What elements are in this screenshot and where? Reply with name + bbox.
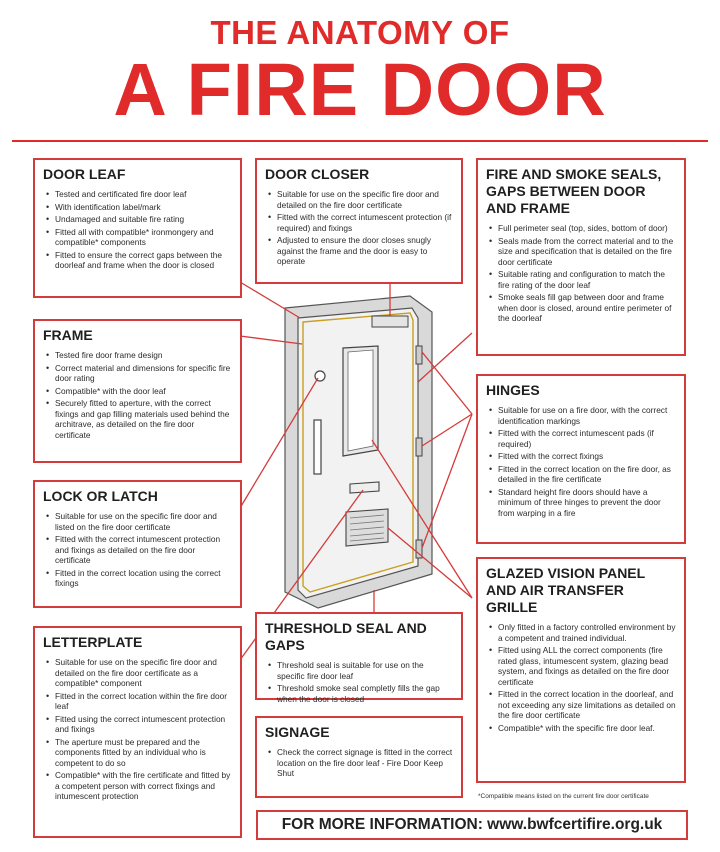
letterplate-shape xyxy=(349,481,380,494)
list-item: Smoke seals fill gap between door and fr… xyxy=(489,292,676,324)
list-item: Fitted with the correct intumescent prot… xyxy=(268,212,453,233)
letterplate-heading: LETTERPLATE xyxy=(43,634,143,650)
list-item: Fitted using ALL the correct components … xyxy=(489,645,676,687)
list-item: Securely fitted to aperture, with the co… xyxy=(46,398,232,440)
connector-hinge-bottom xyxy=(421,413,473,549)
list-item: Fitted with the correct intumescent prot… xyxy=(46,534,232,566)
connector-hinge-middle xyxy=(421,413,473,447)
connector-hinge-top xyxy=(421,351,473,415)
air-grille xyxy=(345,508,389,547)
connector-lock xyxy=(239,377,319,509)
list-item: Compatible* with the specific fire door … xyxy=(489,723,676,734)
frame-list: Tested fire door frame design Correct ma… xyxy=(43,350,232,440)
list-item: Suitable for use on the specific fire do… xyxy=(268,189,453,210)
hinges-heading: HINGES xyxy=(486,382,540,398)
title-divider xyxy=(12,140,708,142)
frame-box: FRAME Tested fire door frame design Corr… xyxy=(33,319,242,463)
threshold-heading: THRESHOLD SEAL AND GAPS xyxy=(265,620,427,653)
list-item: Tested and certificated fire door leaf xyxy=(46,189,232,200)
list-item: The aperture must be prepared and the co… xyxy=(46,737,232,769)
list-item: Full perimeter seal (top, sides, bottom … xyxy=(489,223,676,234)
hinge-top xyxy=(415,345,423,365)
list-item: Threshold seal is suitable for use on th… xyxy=(268,660,453,681)
threshold-box: THRESHOLD SEAL AND GAPS Threshold seal i… xyxy=(255,612,463,704)
list-item: Suitable for use on the specific fire do… xyxy=(46,657,232,689)
list-item: Fitted using the correct intumescent pro… xyxy=(46,714,232,735)
door-leaf-list: Tested and certificated fire door leaf W… xyxy=(43,189,232,271)
list-item: Fitted in the correct location in the do… xyxy=(489,689,676,721)
glazed-list: Only fitted in a factory controlled envi… xyxy=(486,622,676,733)
list-item: Fitted in the correct location on the fi… xyxy=(489,464,676,485)
threshold-list: Threshold seal is suitable for use on th… xyxy=(265,660,453,704)
hinge-middle xyxy=(415,437,423,457)
lock-box: LOCK OR LATCH Suitable for use on the sp… xyxy=(33,480,242,608)
list-item: Adjusted to ensure the door closes snugl… xyxy=(268,235,453,267)
list-item: Seals made from the correct material and… xyxy=(489,236,676,268)
frame-heading: FRAME xyxy=(43,327,93,343)
list-item: Compatible* with the fire certificate an… xyxy=(46,770,232,802)
letterplate-list: Suitable for use on the specific fire do… xyxy=(43,657,232,802)
list-item: Suitable rating and configuration to mat… xyxy=(489,269,676,290)
signage-heading: SIGNAGE xyxy=(265,724,330,740)
glazed-box: GLAZED VISION PANEL AND AIR TRANSFER GRI… xyxy=(476,557,686,783)
signage-list: Check the correct signage is fitted in t… xyxy=(265,747,453,779)
door-closer-shape xyxy=(371,315,409,328)
list-item: Fitted all with compatible* ironmongery … xyxy=(46,227,232,248)
list-item: Fitted with the correct fixings xyxy=(489,451,676,462)
connector-door-leaf xyxy=(239,281,301,319)
list-item: Threshold smoke seal completly fills the… xyxy=(268,683,453,704)
list-item: Compatible* with the door leaf xyxy=(46,386,232,397)
compatible-footnote: *Compatible means listed on the current … xyxy=(478,793,649,800)
connector-seals xyxy=(417,332,473,383)
door-leaf-box: DOOR LEAF Tested and certificated fire d… xyxy=(33,158,242,298)
list-item: Fitted in the correct location using the… xyxy=(46,568,232,589)
perimeter-seal xyxy=(302,312,414,593)
title-line-2: A FIRE DOOR xyxy=(113,48,607,131)
connector-frame xyxy=(239,335,303,345)
list-item: Check the correct signage is fitted in t… xyxy=(268,747,453,779)
lock-heading: LOCK OR LATCH xyxy=(43,488,158,504)
letterplate-box: LETTERPLATE Suitable for use on the spec… xyxy=(33,626,242,838)
door-handle xyxy=(313,419,322,475)
list-item: Fitted in the correct location within th… xyxy=(46,691,232,712)
hinges-box: HINGES Suitable for use on a fire door, … xyxy=(476,374,686,544)
seals-heading: FIRE AND SMOKE SEALS, GAPS BETWEEN DOOR … xyxy=(486,166,662,216)
list-item: Tested fire door frame design xyxy=(46,350,232,361)
more-info-banner: FOR MORE INFORMATION: www.bwfcertifire.o… xyxy=(256,810,688,840)
title-line-1: THE ANATOMY OF xyxy=(210,14,510,51)
connector-grille xyxy=(387,527,473,599)
door-closer-list: Suitable for use on the specific fire do… xyxy=(265,189,453,267)
hinges-list: Suitable for use on a fire door, with th… xyxy=(486,405,676,518)
air-grille-slats xyxy=(349,514,385,542)
list-item: Correct material and dimensions for spec… xyxy=(46,363,232,384)
list-item: Suitable for use on the specific fire do… xyxy=(46,511,232,532)
list-item: Standard height fire doors should have a… xyxy=(489,487,676,519)
door-closer-box: DOOR CLOSER Suitable for use on the spec… xyxy=(255,158,463,284)
list-item: Suitable for use on a fire door, with th… xyxy=(489,405,676,426)
lock-list: Suitable for use on the specific fire do… xyxy=(43,511,232,589)
list-item: With identification label/mark xyxy=(46,202,232,213)
connector-vision-panel xyxy=(371,439,473,599)
seals-list: Full perimeter seal (top, sides, bottom … xyxy=(486,223,676,324)
hinge-bottom xyxy=(415,539,423,559)
list-item: Undamaged and suitable fire rating xyxy=(46,214,232,225)
door-leaf-heading: DOOR LEAF xyxy=(43,166,126,182)
list-item: Only fitted in a factory controlled envi… xyxy=(489,622,676,643)
signage-box: SIGNAGE Check the correct signage is fit… xyxy=(255,716,463,798)
door-closer-heading: DOOR CLOSER xyxy=(265,166,370,182)
list-item: Fitted with the correct intumescent pads… xyxy=(489,428,676,449)
glazed-heading: GLAZED VISION PANEL AND AIR TRANSFER GRI… xyxy=(486,565,645,615)
seals-box: FIRE AND SMOKE SEALS, GAPS BETWEEN DOOR … xyxy=(476,158,686,356)
list-item: Fitted to ensure the correct gaps betwee… xyxy=(46,250,232,271)
